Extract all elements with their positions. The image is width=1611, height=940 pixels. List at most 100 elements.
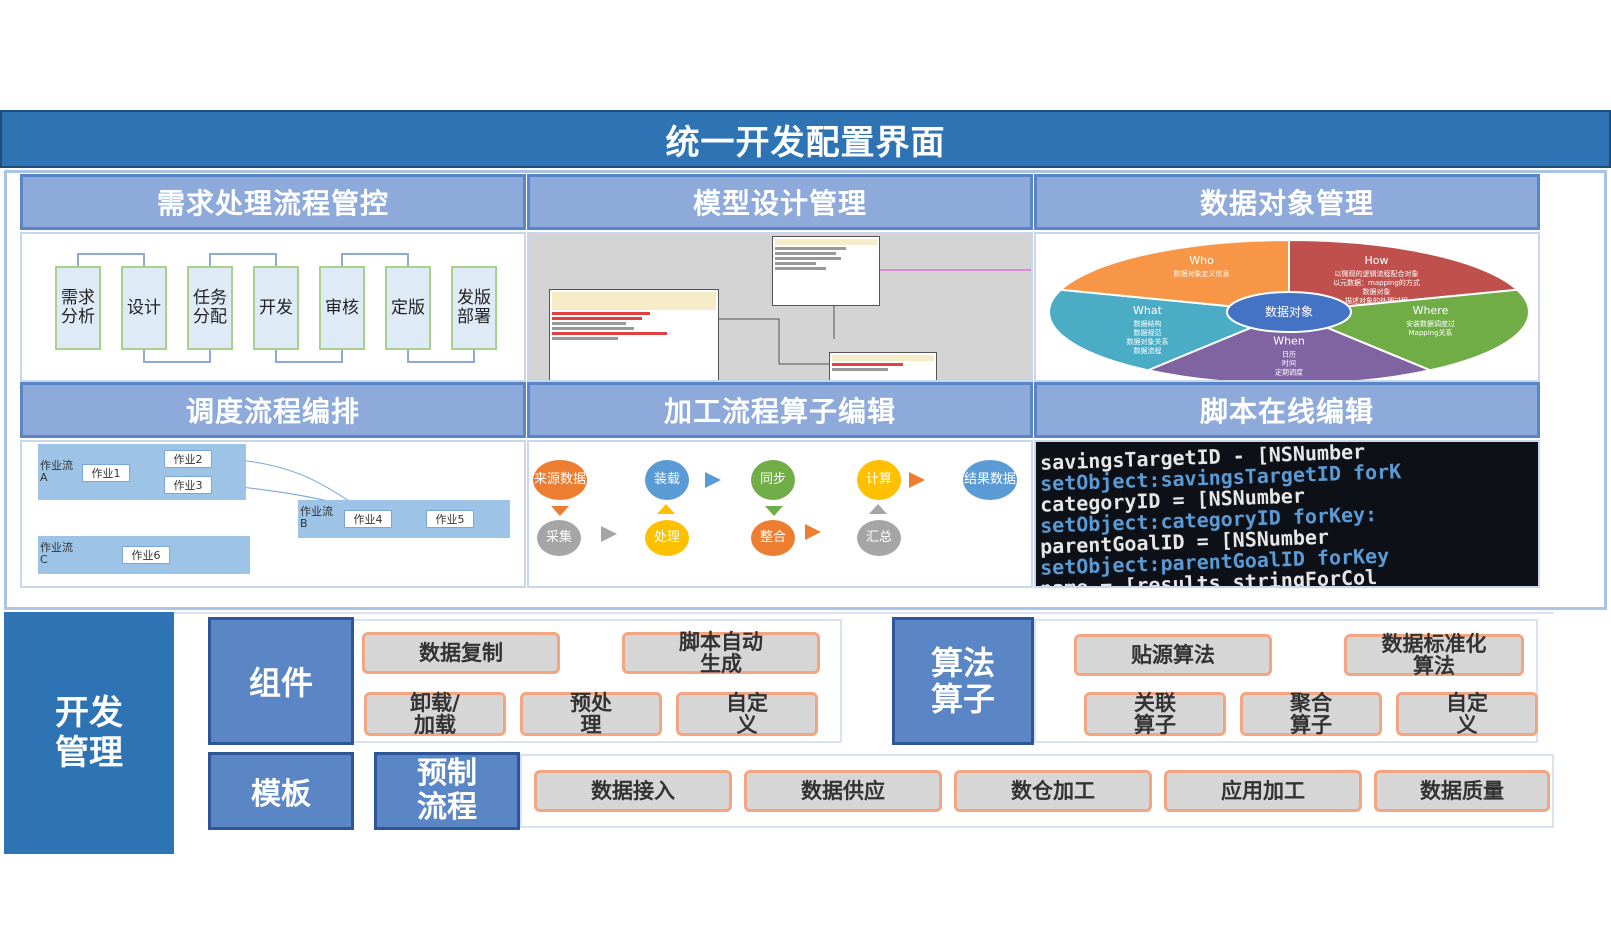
panel-header-scheduling: 调度流程编排 [20, 382, 526, 438]
wheel-line: 描述对象的处理过程 [1345, 296, 1408, 305]
wheel-title-what: What [1133, 304, 1163, 317]
op-integrate: 整合 [751, 520, 795, 556]
dev-management-label: 开发管理 [4, 612, 174, 854]
component-preprocess-label: 预处理 [570, 691, 612, 737]
job-flow-b [298, 500, 510, 538]
wheel-title-where: Where [1413, 304, 1449, 317]
wheel-line: 以微观的逻辑流程配合对象 [1334, 269, 1418, 278]
job-5: 作业5 [426, 510, 474, 528]
template-data-supply[interactable]: 数据供应 [744, 770, 942, 812]
component-data-copy[interactable]: 数据复制 [362, 632, 560, 674]
wheel-line: 时间 [1282, 359, 1296, 368]
panel-header-script-editor: 脚本在线编辑 [1034, 382, 1540, 438]
component-script-autogen[interactable]: 脚本自动生成 [622, 630, 820, 676]
op-sync: 同步 [751, 460, 795, 500]
wheel-line: Mapping关系 [1408, 328, 1452, 337]
operator-standardize-label: 数据标准化算法 [1381, 632, 1487, 678]
operator-custom-label: 自定义 [1446, 691, 1488, 737]
panel-header-model-design: 模型设计管理 [527, 174, 1033, 230]
wheel-line: 数据流程 [1133, 346, 1161, 355]
req-step-develop: 开发 [253, 266, 299, 350]
operator-source-algorithm[interactable]: 贴源算法 [1074, 634, 1272, 676]
requirements-flow-card: 需求分析 设计 任务分配 开发 审核 定版 发版部署 [20, 232, 526, 382]
template-warehouse-processing[interactable]: 数仓加工 [954, 770, 1152, 812]
req-step-release: 发版部署 [451, 266, 497, 350]
wheel-title-how: How [1364, 254, 1388, 267]
component-script-autogen-label: 脚本自动生成 [679, 630, 763, 676]
prebuilt-flow-label: 预制流程 [374, 752, 520, 830]
components-label: 组件 [208, 617, 354, 745]
panel-header-data-object: 数据对象管理 [1034, 174, 1540, 230]
job-flow-b-label: 作业流B [300, 505, 333, 530]
scheduling-flow-card: 作业流A 作业1 作业2 作业3 作业流B 作业4 作业5 作业流C 作业6 [20, 440, 526, 588]
wheel-line: 数据对象定义信息 [1174, 269, 1230, 278]
operator-custom[interactable]: 自定义 [1396, 692, 1538, 736]
req-step-analysis: 需求分析 [55, 266, 101, 350]
job-6: 作业6 [122, 546, 170, 564]
component-unload-load[interactable]: 卸载/加载 [364, 692, 506, 736]
wheel-line: 数据规范 [1133, 328, 1161, 337]
operator-aggregate-label: 聚合算子 [1290, 691, 1332, 737]
op-aggregate: 汇总 [857, 520, 901, 556]
req-step-review: 审核 [319, 266, 365, 350]
template-data-ingest[interactable]: 数据接入 [534, 770, 732, 812]
component-preprocess[interactable]: 预处理 [520, 692, 662, 736]
dev-management-text: 开发管理 [55, 693, 123, 773]
prebuilt-flow-text: 预制流程 [417, 756, 477, 825]
wheel-segment-when [1144, 310, 1434, 380]
op-source-data: 来源数据 [533, 460, 587, 500]
op-load: 装载 [645, 460, 689, 500]
wheel-line: 安装数据调度过 [1406, 319, 1455, 328]
req-step-task-assign: 任务分配 [187, 266, 233, 350]
templates-label: 模板 [208, 752, 354, 830]
wheel-center [1226, 291, 1352, 333]
component-unload-load-label: 卸载/加载 [410, 691, 460, 737]
op-process: 处理 [645, 520, 689, 556]
req-step-design: 设计 [121, 266, 167, 350]
er-table-rental-record [549, 289, 719, 380]
processing-flow-card: 来源数据 装载 同步 计算 结果数据 采集 处理 整合 汇总 [527, 440, 1033, 588]
wheel-segment-who [1058, 238, 1290, 314]
operators-label: 算法算子 [892, 617, 1034, 745]
page-title: 统一开发配置界面 [0, 110, 1611, 168]
wheel-line: 数据对象 [1362, 287, 1390, 296]
wheel-line: 日历 [1282, 351, 1296, 359]
component-custom[interactable]: 自定义 [676, 692, 818, 736]
er-table-movie-copy [829, 352, 937, 380]
wheel-line: 以元数据：mapping的方式 [1333, 278, 1420, 287]
wheel-segment-how [1288, 238, 1520, 314]
job-3: 作业3 [164, 476, 212, 494]
req-step-finalize: 定版 [385, 266, 431, 350]
operator-aggregate[interactable]: 聚合算子 [1240, 692, 1382, 736]
panel-header-processing: 加工流程算子编辑 [527, 382, 1033, 438]
requirements-flow-connectors [77, 253, 475, 363]
template-data-quality[interactable]: 数据质量 [1374, 770, 1550, 812]
model-er-diagram [527, 232, 1033, 382]
job-flow-c-label: 作业流C [40, 541, 73, 566]
data-object-wheel: How以微观的逻辑流程配合对象以元数据：mapping的方式数据对象描述对象的处… [1048, 238, 1530, 380]
wheel-line: 数据对象关系 [1126, 337, 1168, 346]
operators-label-text: 算法算子 [930, 644, 995, 718]
job-4: 作业4 [344, 510, 392, 528]
wheel-line: 数据结构 [1133, 319, 1161, 328]
op-compute: 计算 [857, 460, 901, 500]
wheel-line: 定期调度 [1275, 368, 1303, 377]
wheel-center-label: 数据对象 [1265, 304, 1313, 319]
op-collect: 采集 [537, 520, 581, 556]
wheel-title-who: Who [1189, 254, 1214, 267]
operator-standardize-algorithm[interactable]: 数据标准化算法 [1344, 632, 1524, 678]
job-1: 作业1 [82, 464, 130, 482]
operator-join-label: 关联算子 [1134, 691, 1176, 737]
panel-header-requirements: 需求处理流程管控 [20, 174, 526, 230]
operator-join[interactable]: 关联算子 [1084, 692, 1226, 736]
op-result-data: 结果数据 [963, 460, 1017, 500]
component-custom-label: 自定义 [726, 691, 768, 737]
job-flow-a-label: 作业流A [40, 459, 73, 484]
template-app-processing[interactable]: 应用加工 [1164, 770, 1362, 812]
er-table-movie [772, 236, 880, 306]
wheel-title-when: When [1273, 335, 1305, 348]
job-2: 作业2 [164, 450, 212, 468]
